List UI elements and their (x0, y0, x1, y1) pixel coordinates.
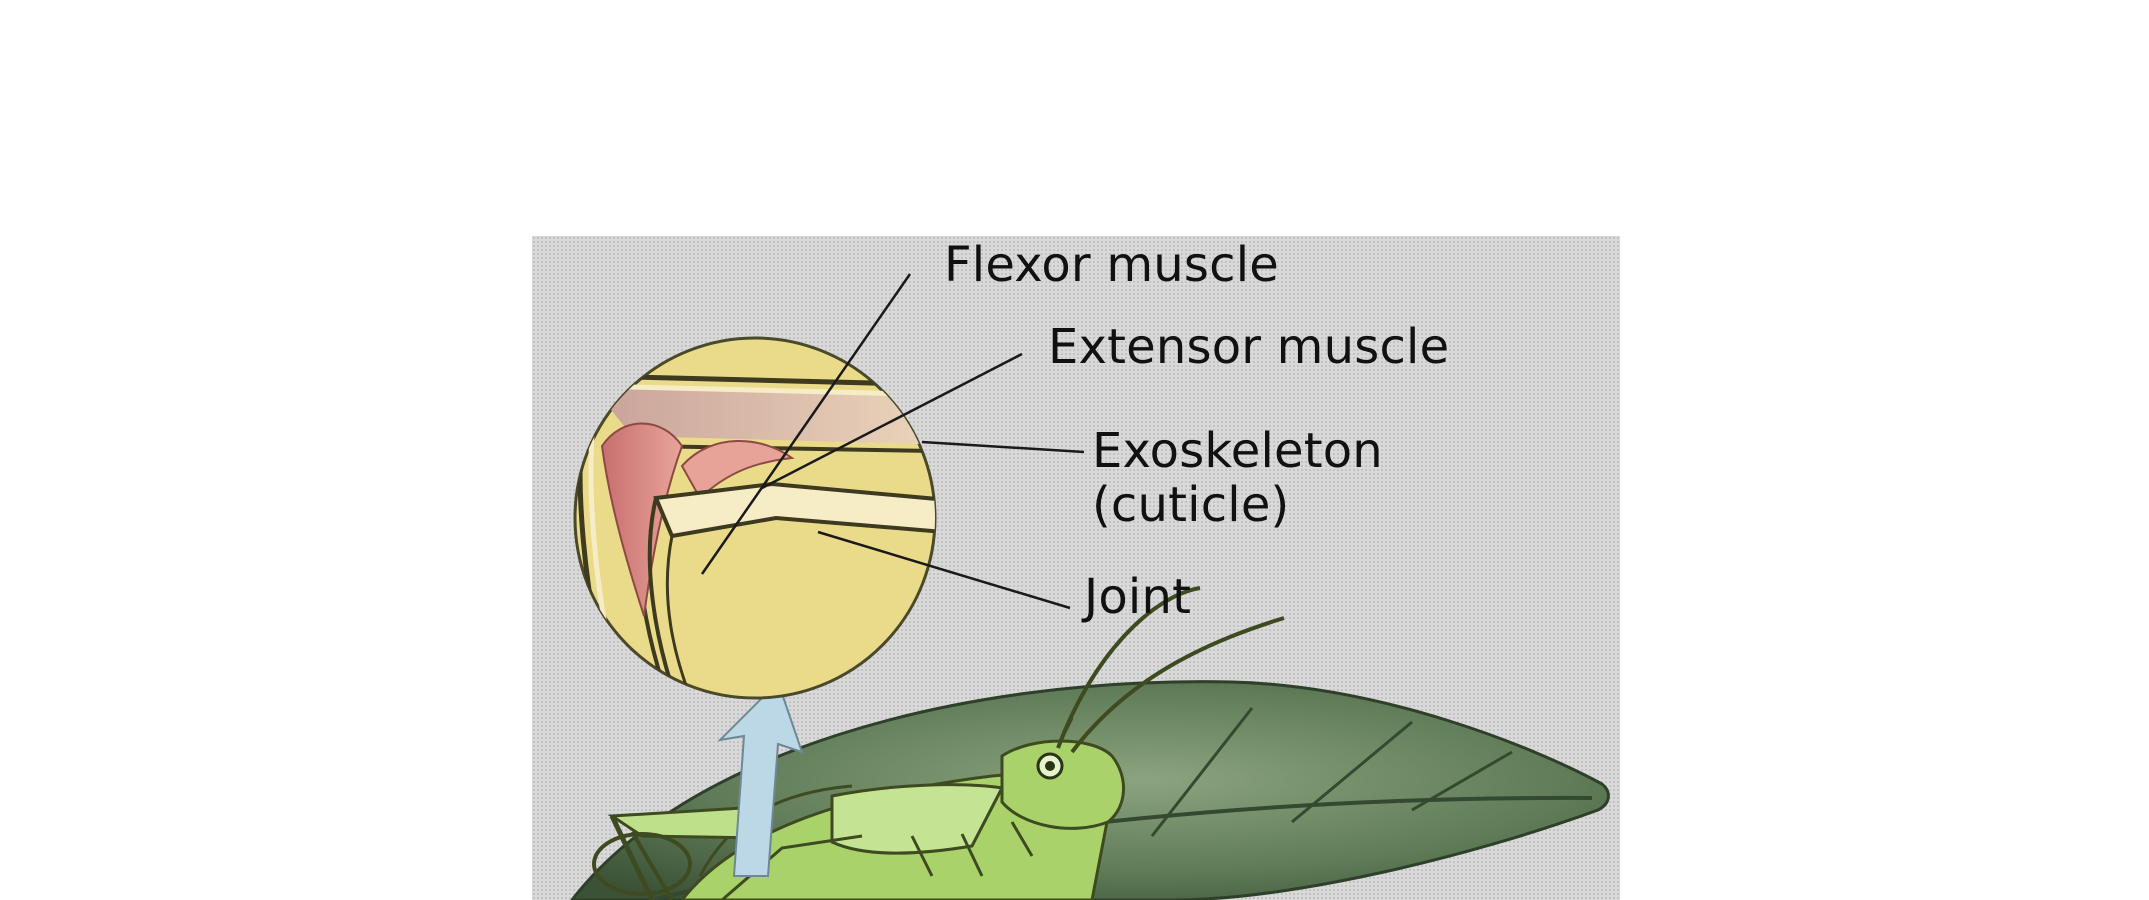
joint-inset (573, 336, 937, 700)
diagram-figure: Flexor muscle Extensor muscle Exoskeleto… (532, 236, 1620, 900)
exoskeleton-label-line2: (cuticle) (1092, 477, 1290, 533)
magnify-arrow (717, 680, 804, 877)
joint-leader-line (817, 530, 1071, 610)
joint-label: Joint (1084, 569, 1192, 625)
exoskeleton-label: Exoskeleton (cuticle) (1092, 424, 1383, 532)
grasshopper (592, 586, 1285, 900)
leader-lines (700, 273, 1085, 610)
extensor-leader-line (761, 352, 1023, 490)
exoskeleton-leader-line (921, 440, 1085, 454)
extensor-muscle-label: Extensor muscle (1048, 319, 1450, 375)
exoskeleton-label-line1: Exoskeleton (1092, 423, 1383, 479)
flexor-muscle-label: Flexor muscle (944, 237, 1279, 293)
diagram-illustration (570, 273, 1610, 900)
flexor-leader-line (700, 273, 912, 575)
